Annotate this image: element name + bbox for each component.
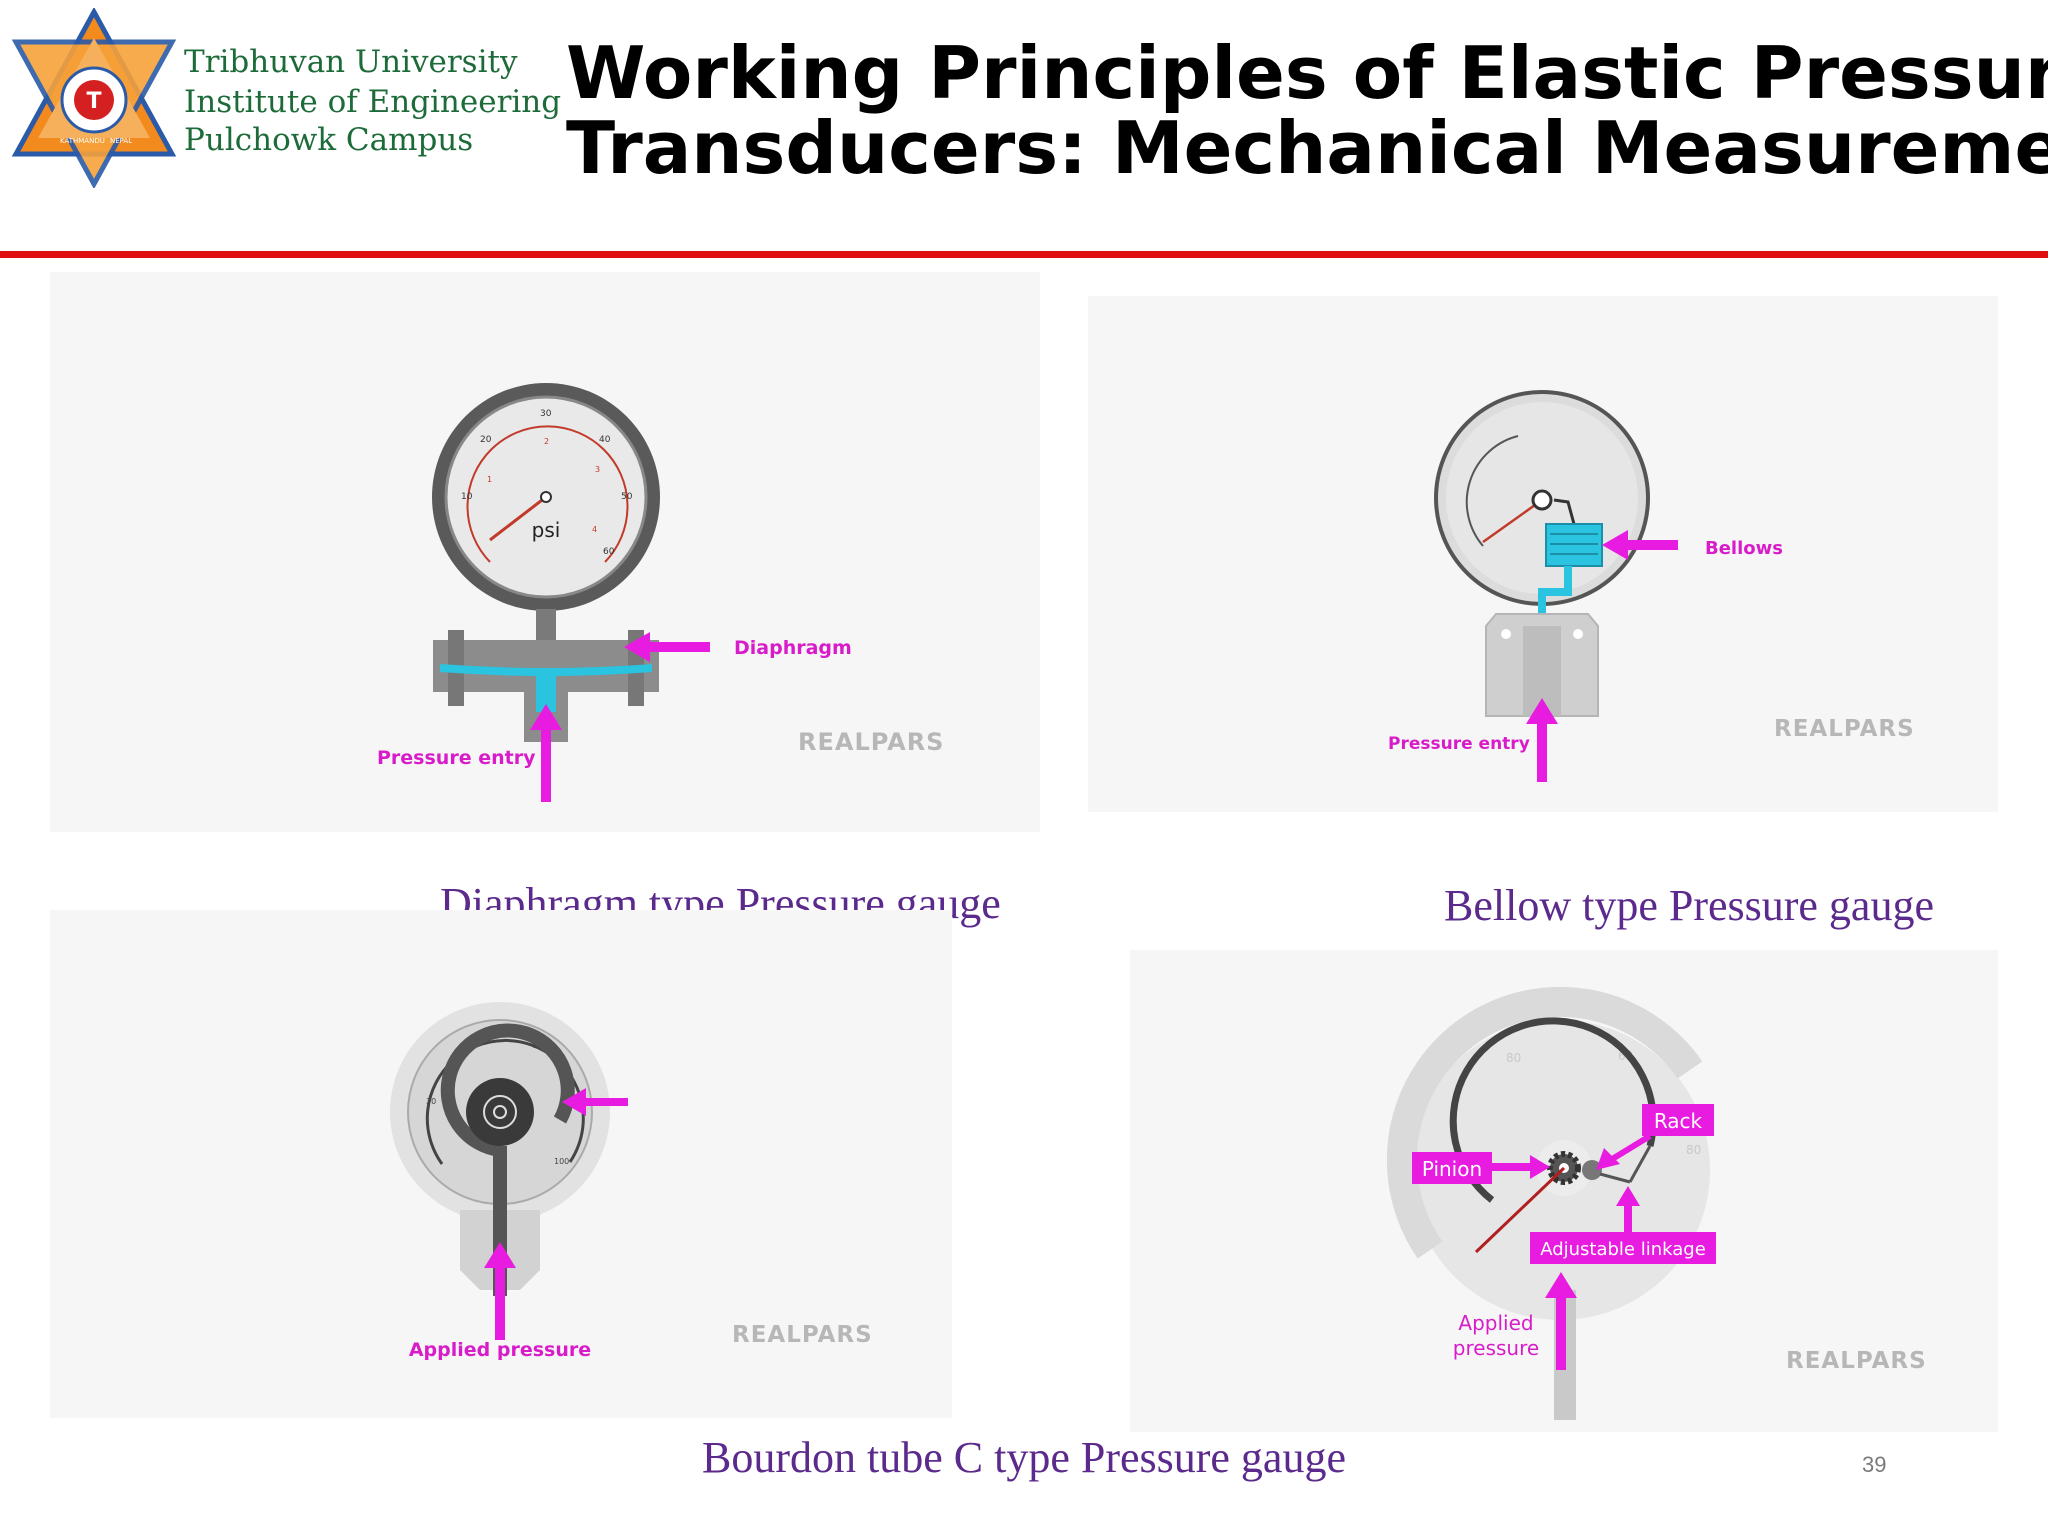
pinion-label: Pinion [1422, 1157, 1482, 1181]
caption-bellow: Bellow type Pressure gauge [1444, 881, 1934, 930]
institute-name: Institute of Engineering [184, 84, 562, 120]
realpars-watermark: REALPARS [732, 1322, 873, 1348]
rack-pinion-figure: 80 60 80 Rack Pinion Adjustable linkage [1130, 950, 1998, 1432]
diaphragm-label: Diaphragm [734, 637, 852, 659]
university-name: Tribhuvan University [184, 44, 518, 80]
realpars-watermark: REALPARS [1786, 1348, 1927, 1374]
bellows-pressure-entry-label: Pressure entry [1388, 734, 1530, 754]
dial-tick-30: 30 [540, 409, 552, 419]
rack-label: Rack [1654, 1109, 1703, 1133]
header-divider [0, 251, 2048, 258]
inner-tick-3: 3 [595, 465, 600, 474]
title-line-2: Transducers: Mechanical Measurement Syst [566, 106, 2048, 186]
rack-applied-label-1: Applied [1458, 1311, 1533, 1335]
dial-tick-60: 60 [603, 547, 615, 557]
realpars-watermark: REALPARS [798, 728, 944, 756]
psi-label: psi [532, 518, 561, 542]
adjustable-linkage-label: Adjustable linkage [1540, 1239, 1706, 1260]
svg-text:T: T [86, 89, 101, 114]
dial-tick-50: 50 [621, 492, 633, 502]
bourdon-dial-30: 30 [426, 1097, 436, 1106]
logo-right-text: NEPAL [110, 137, 132, 145]
slide-title: Working Principles of Elastic Pressure T… [566, 36, 2048, 186]
bourdon-tube-figure: 30 40 60 100 Applied pressure REALPARS [50, 910, 952, 1418]
diaphragm-gauge-figure: 10 20 30 40 50 60 1 2 3 4 psi Diaphragm … [50, 272, 1040, 832]
pressure-entry-label: Pressure entry [377, 747, 536, 769]
rack-applied-label-2: pressure [1453, 1336, 1539, 1360]
rack-dial-80b: 80 [1686, 1143, 1701, 1157]
inner-tick-1: 1 [487, 475, 492, 484]
inner-tick-2: 2 [544, 437, 549, 446]
title-line-1: Working Principles of Elastic Pressure [566, 36, 2048, 115]
bourdon-dial-100: 100 [554, 1157, 569, 1166]
page-number: 39 [1862, 1452, 1887, 1477]
campus-name: Pulchowk Campus [184, 122, 474, 158]
university-logo: T KATHMANDU NEPAL [10, 6, 178, 190]
bellows-label: Bellows [1705, 538, 1783, 559]
dial-tick-10: 10 [461, 492, 473, 502]
applied-pressure-label: Applied pressure [409, 1339, 591, 1361]
logo-left-text: KATHMANDU [60, 137, 105, 145]
dial-tick-40: 40 [599, 435, 611, 445]
bellows-gauge-figure: Bellows Pressure entry REALPARS [1088, 296, 1998, 812]
inner-tick-4: 4 [592, 525, 597, 534]
realpars-watermark: REALPARS [1774, 716, 1915, 742]
caption-bourdon: Bourdon tube C type Pressure gauge [702, 1433, 1346, 1482]
dial-tick-20: 20 [480, 435, 492, 445]
rack-dial-80a: 80 [1506, 1051, 1521, 1065]
